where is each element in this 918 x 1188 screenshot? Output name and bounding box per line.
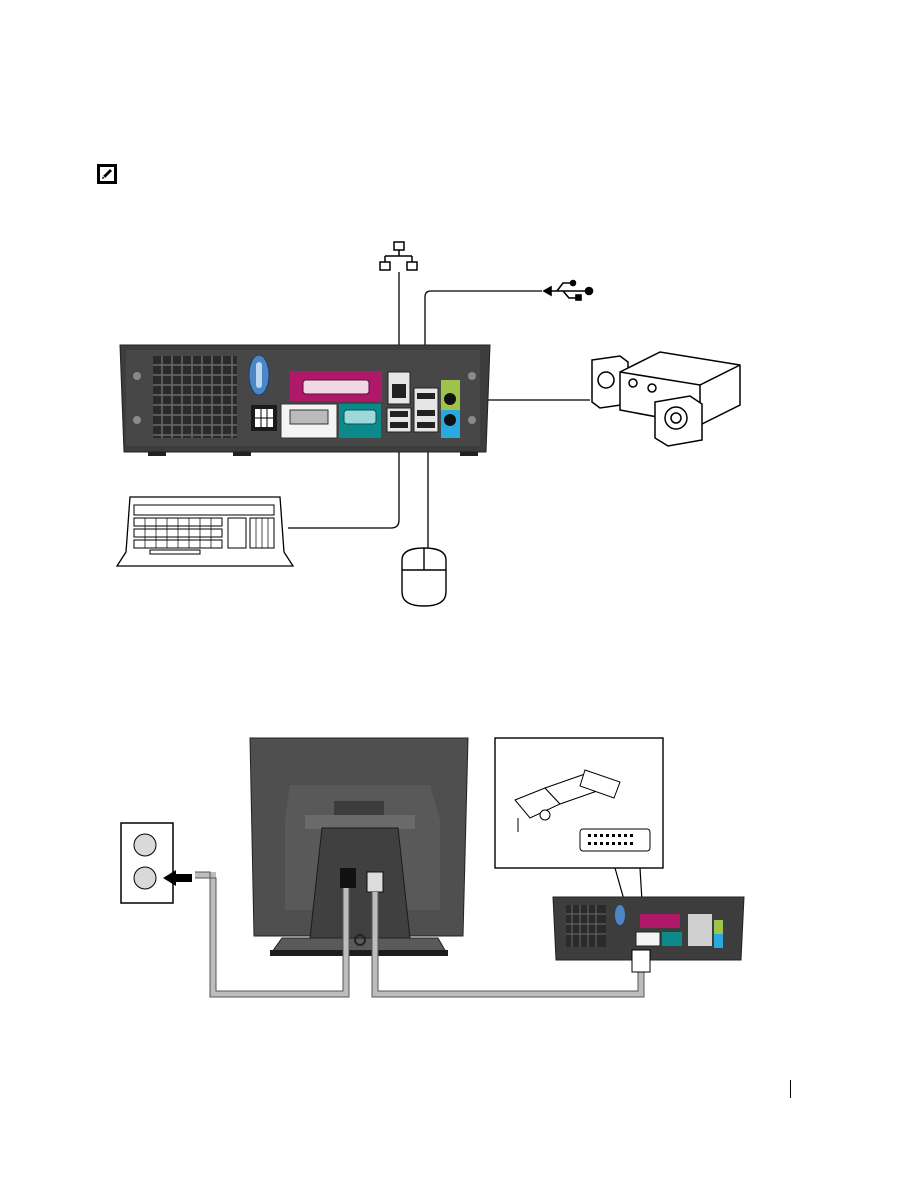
computer-back-panel — [120, 345, 490, 456]
network-icon — [380, 242, 417, 270]
keyboard — [117, 497, 293, 566]
wall-outlet — [121, 823, 192, 903]
page-rule — [790, 1080, 791, 1098]
monitor-back — [250, 738, 468, 956]
usb-icon — [544, 281, 593, 301]
speakers — [592, 352, 740, 446]
computer-back-panel-small — [553, 897, 744, 972]
mouse — [402, 548, 446, 606]
